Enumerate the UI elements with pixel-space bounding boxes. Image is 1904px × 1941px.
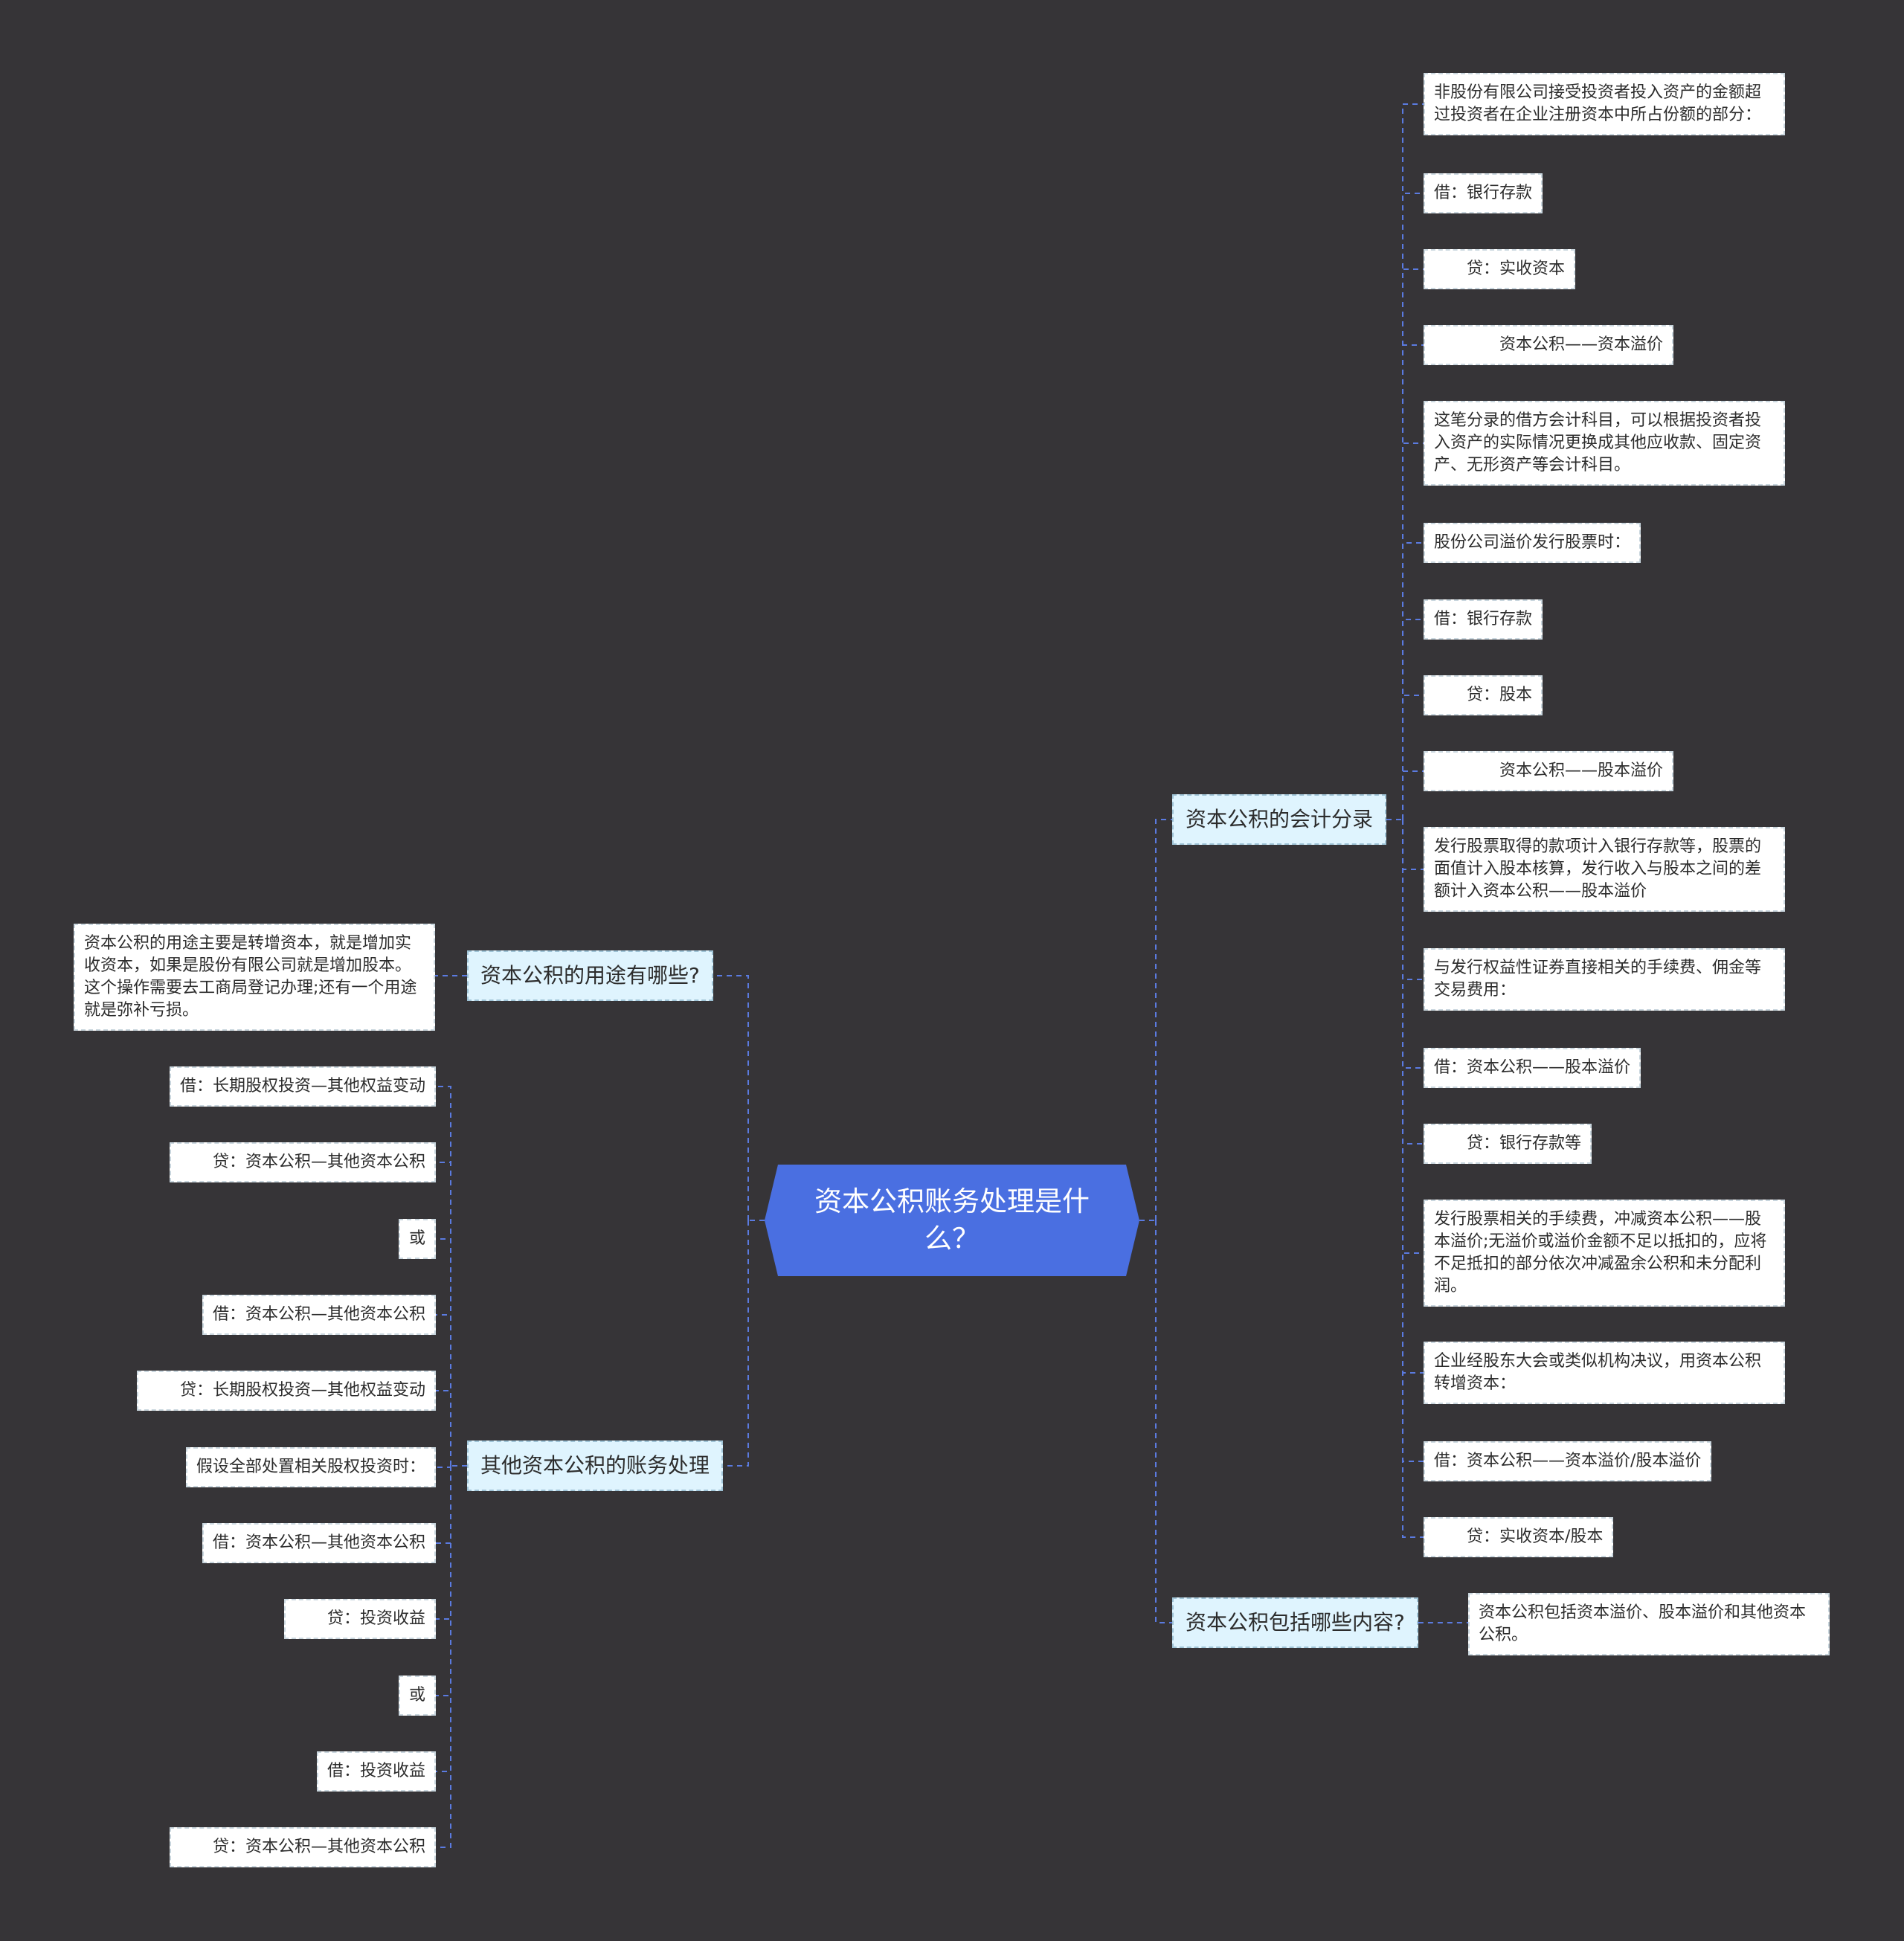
connector-other-leaf-6 bbox=[436, 1466, 451, 1544]
leaf-entry-6: 股份公司溢价发行股票时： bbox=[1424, 523, 1641, 563]
connector-other-leaf-4 bbox=[436, 1390, 451, 1466]
leaf-entry-4: 资本公积——资本溢价 bbox=[1424, 325, 1674, 365]
leaf-uses: 资本公积的用途主要是转增资本，就是增加实收资本，如果是股份有限公司就是增加股本。… bbox=[74, 924, 435, 1031]
leaf-entry-2: 借：银行存款 bbox=[1424, 173, 1543, 213]
connector-acc-leaf-1 bbox=[1402, 193, 1424, 820]
leaf-other-4: 借：资本公积—其他资本公积 bbox=[202, 1295, 436, 1335]
connector-other-leaf-5 bbox=[436, 1466, 451, 1468]
branch-accounting-entries[interactable]: 资本公积的会计分录 bbox=[1172, 794, 1387, 845]
connector-acc-leaf-11 bbox=[1402, 820, 1424, 1069]
connector-right-branch-1 bbox=[1155, 1220, 1172, 1623]
leaf-other-5: 贷：长期股权投资—其他权益变动 bbox=[136, 1371, 436, 1411]
connector-other-leaf-0 bbox=[436, 1086, 451, 1466]
leaf-entry-3: 贷：实收资本 bbox=[1424, 249, 1576, 289]
leaf-other-2: 贷：资本公积—其他资本公积 bbox=[169, 1142, 436, 1182]
leaf-entry-15: 企业经股东大会或类似机构决议，用资本公积转增资本： bbox=[1424, 1342, 1785, 1404]
leaf-other-8: 贷：投资收益 bbox=[283, 1599, 436, 1639]
branch-uses[interactable]: 资本公积的用途有哪些? bbox=[467, 950, 713, 1001]
connector-other-leaf-2 bbox=[436, 1238, 451, 1466]
leaf-entry-11: 与发行权益性证券直接相关的手续费、佣金等交易费用： bbox=[1424, 948, 1785, 1011]
branch-other-capital-reserve[interactable]: 其他资本公积的账务处理 bbox=[467, 1441, 724, 1491]
connector-acc-leaf-0 bbox=[1402, 103, 1424, 820]
leaf-entry-10: 发行股票取得的款项计入银行存款等，股票的面值计入股本核算，发行收入与股本之间的差… bbox=[1424, 827, 1785, 912]
leaf-entry-8: 贷：股本 bbox=[1424, 675, 1543, 715]
leaf-other-10: 借：投资收益 bbox=[316, 1751, 436, 1792]
root-topic[interactable]: 资本公积账务处理是什么？ bbox=[765, 1165, 1139, 1276]
leaf-entry-14: 发行股票相关的手续费，冲减资本公积——股本溢价;无溢价或溢价金额不足以抵扣的，应… bbox=[1424, 1200, 1785, 1307]
connector-left-branch-0 bbox=[713, 975, 749, 1220]
leaf-entry-13: 贷：银行存款等 bbox=[1424, 1124, 1592, 1164]
connector-acc-leaf-10 bbox=[1402, 820, 1424, 980]
connector-acc-leaf-12 bbox=[1402, 820, 1424, 1145]
leaf-entry-9: 资本公积——股本溢价 bbox=[1424, 751, 1674, 791]
connector-acc-leaf-3 bbox=[1402, 344, 1424, 820]
connector-acc-leaf-7 bbox=[1402, 695, 1424, 820]
leaf-entry-12: 借：资本公积——股本溢价 bbox=[1424, 1048, 1641, 1088]
branch-contents[interactable]: 资本公积包括哪些内容? bbox=[1172, 1597, 1418, 1648]
leaf-entry-17: 贷：实收资本/股本 bbox=[1424, 1517, 1614, 1557]
connector-acc-leaf-16 bbox=[1402, 820, 1424, 1538]
leaf-other-9: 或 bbox=[398, 1676, 436, 1716]
leaf-other-3: 或 bbox=[398, 1219, 436, 1259]
connector-acc-leaf-15 bbox=[1402, 820, 1424, 1462]
connector-acc-leaf-6 bbox=[1402, 619, 1424, 820]
connector-acc-leaf-13 bbox=[1402, 820, 1424, 1254]
connector-other-leaf-8 bbox=[436, 1466, 451, 1696]
leaf-entry-16: 借：资本公积——资本溢价/股本溢价 bbox=[1424, 1441, 1712, 1481]
leaf-other-1: 借：长期股权投资—其他权益变动 bbox=[169, 1066, 436, 1107]
leaf-other-11: 贷：资本公积—其他资本公积 bbox=[169, 1827, 436, 1867]
leaf-entry-7: 借：银行存款 bbox=[1424, 599, 1543, 640]
leaf-other-6: 假设全部处置相关股权投资时： bbox=[185, 1447, 436, 1487]
connector-right-branch-0 bbox=[1155, 819, 1172, 1220]
leaf-entry-1: 非股份有限公司接受投资者投入资产的金额超过投资者在企业注册资本中所占份额的部分： bbox=[1424, 73, 1785, 135]
connector-acc-leaf-8 bbox=[1402, 770, 1424, 820]
connector-acc-leaf-14 bbox=[1402, 820, 1424, 1374]
connector-acc-leaf-2 bbox=[1402, 268, 1424, 820]
leaf-contents: 资本公积包括资本溢价、股本溢价和其他资本公积。 bbox=[1468, 1593, 1830, 1655]
leaf-entry-5: 这笔分录的借方会计科目，可以根据投资者投入资产的实际情况更换成其他应收款、固定资… bbox=[1424, 401, 1785, 486]
connector-left-branch-1 bbox=[723, 1220, 749, 1467]
connector-acc-leaf-5 bbox=[1402, 542, 1424, 820]
connector-acc-leaf-9 bbox=[1402, 820, 1424, 870]
connector-other-leaf-10 bbox=[436, 1466, 451, 1848]
connector-acc-leaf-4 bbox=[1402, 442, 1424, 820]
leaf-other-7: 借：资本公积—其他资本公积 bbox=[202, 1523, 436, 1563]
